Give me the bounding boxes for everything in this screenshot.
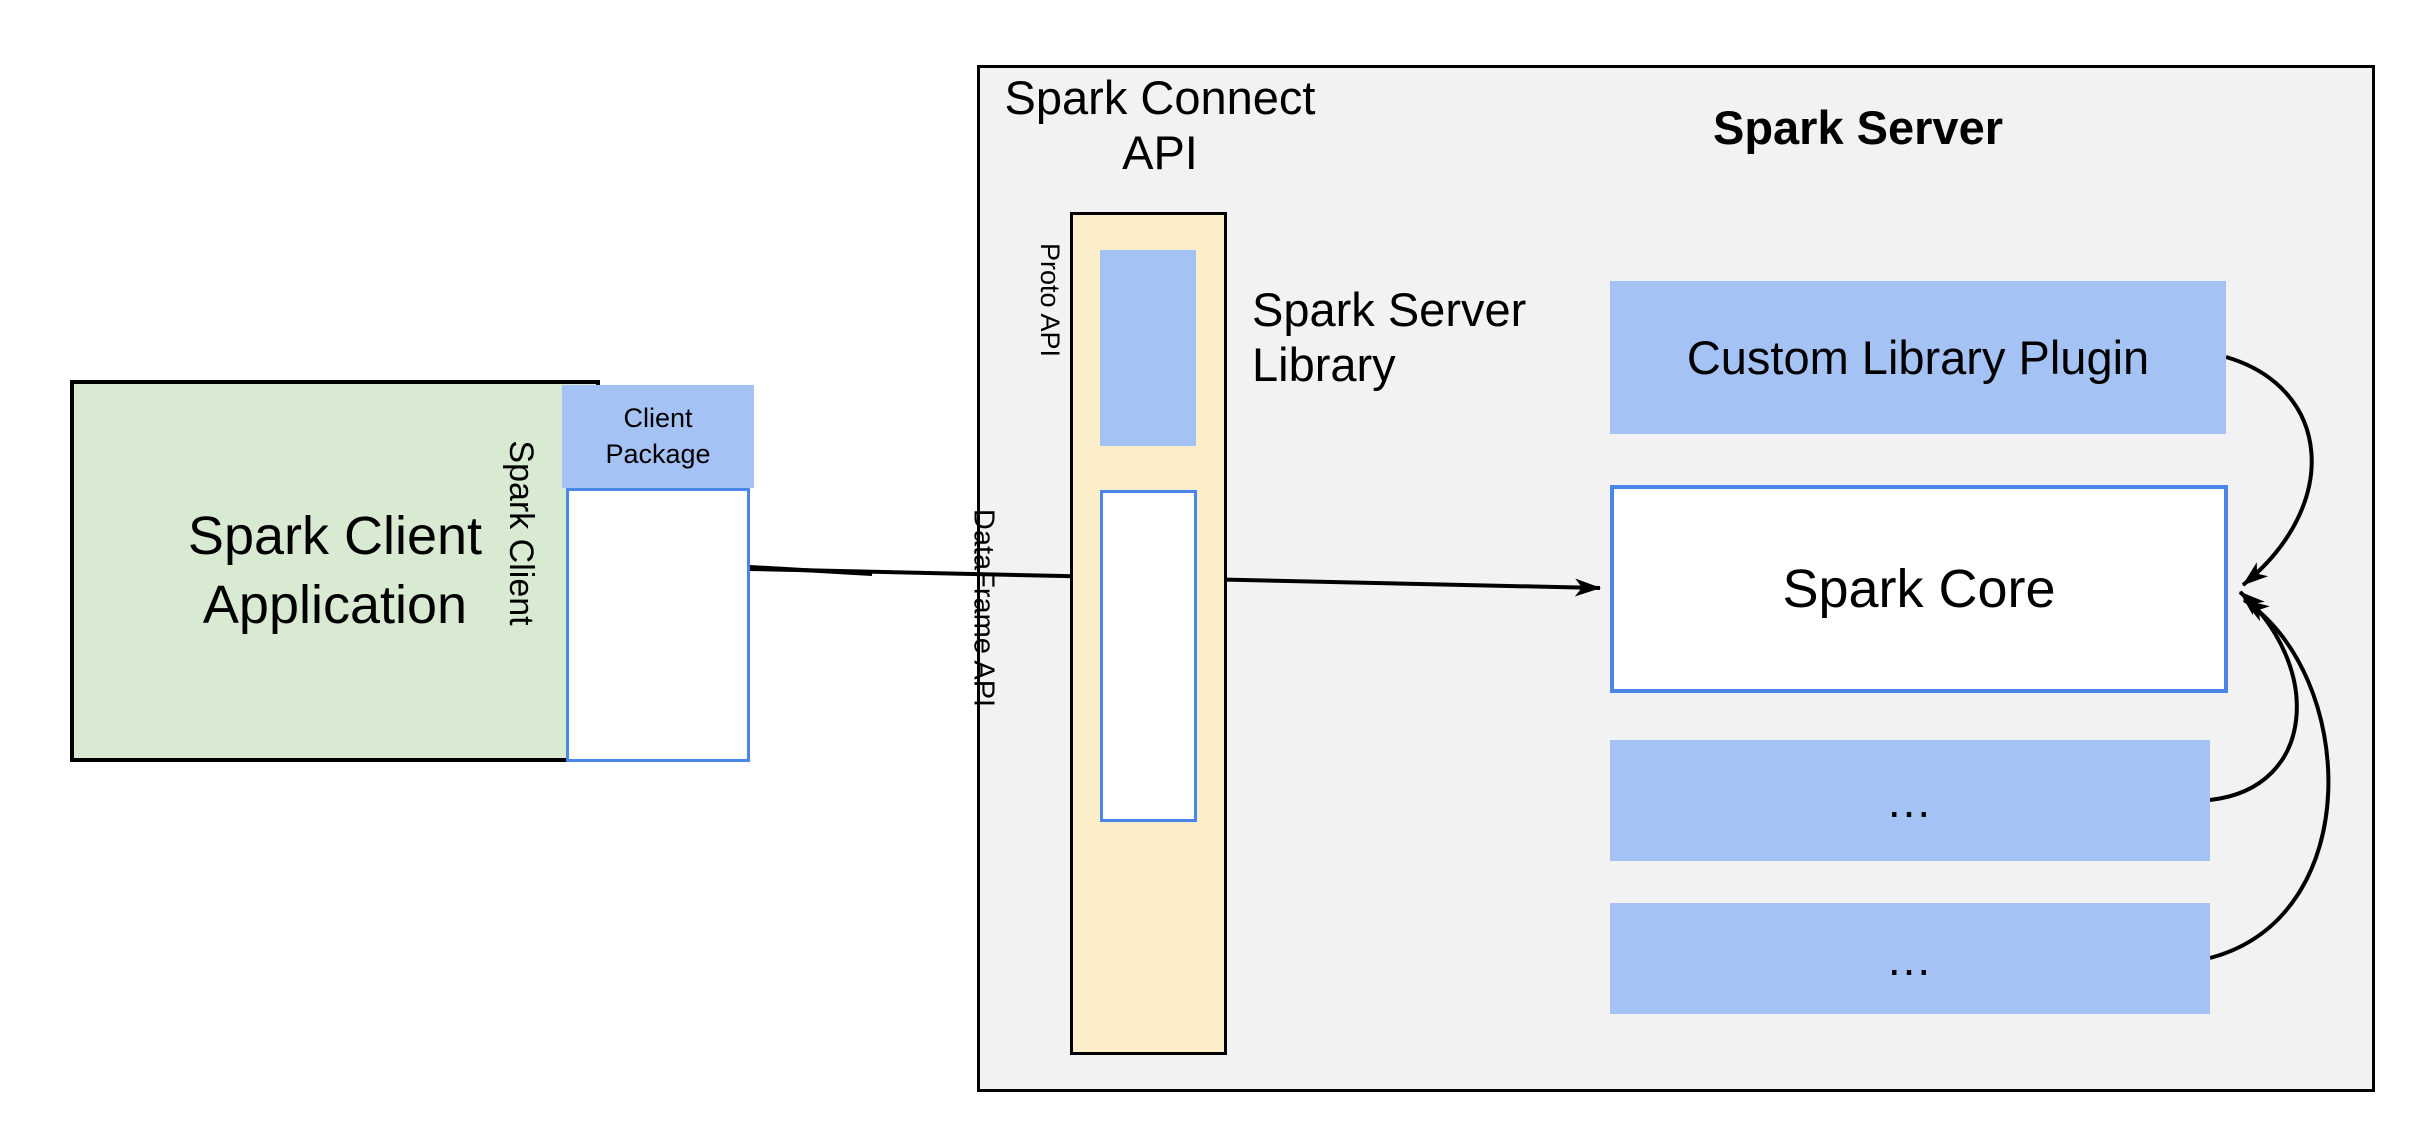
spark-core-box: Spark Core <box>1610 485 2228 693</box>
client-package-box: Client Package <box>562 385 754 488</box>
custom-library-plugin-label: Custom Library Plugin <box>1686 331 2150 384</box>
spark-connect-api-line2: API <box>1122 126 1198 180</box>
spark-client-box: Spark Client <box>503 440 750 762</box>
spark-connect-api-line1: Spark Connect <box>1004 71 1316 124</box>
client-package-line2: Package <box>605 438 711 469</box>
client-package-line1: Client <box>623 403 693 434</box>
dataframe-api-box: DataFrame API <box>967 490 1197 822</box>
spark-server-library-line1: Spark Server <box>1252 283 1527 336</box>
proto-api-box: Proto API <box>1036 243 1196 446</box>
spark-server-library-line2: Library <box>1252 338 1396 392</box>
arrow-client-stub <box>749 565 873 576</box>
spark-client-label: Spark Client <box>502 440 541 626</box>
custom-library-plugin-box: Custom Library Plugin <box>1610 281 2226 434</box>
spark-client-application-line1: Spark Client <box>187 505 483 566</box>
proto-api-label: Proto API <box>1035 242 1066 358</box>
spark-client-application-box: Spark Client Application <box>70 380 600 762</box>
extension-box-1-label: ... <box>1887 774 1933 827</box>
extension-box-2: ... <box>1610 903 2210 1014</box>
spark-client-application-label: Spark Client Application <box>74 384 596 758</box>
extension-box-2-label: ... <box>1887 932 1933 985</box>
extension-box-1: ... <box>1610 740 2210 861</box>
spark-core-label: Spark Core <box>1782 559 2056 619</box>
spark-client-application-line2: Application <box>202 575 468 635</box>
dataframe-api-label: DataFrame API <box>967 508 999 708</box>
spark-connect-api-title: Spark Connect API <box>990 70 1330 181</box>
spark-server-title: Spark Server <box>1712 101 2004 154</box>
spark-server-library-label: Spark Server Library <box>1252 282 1672 393</box>
